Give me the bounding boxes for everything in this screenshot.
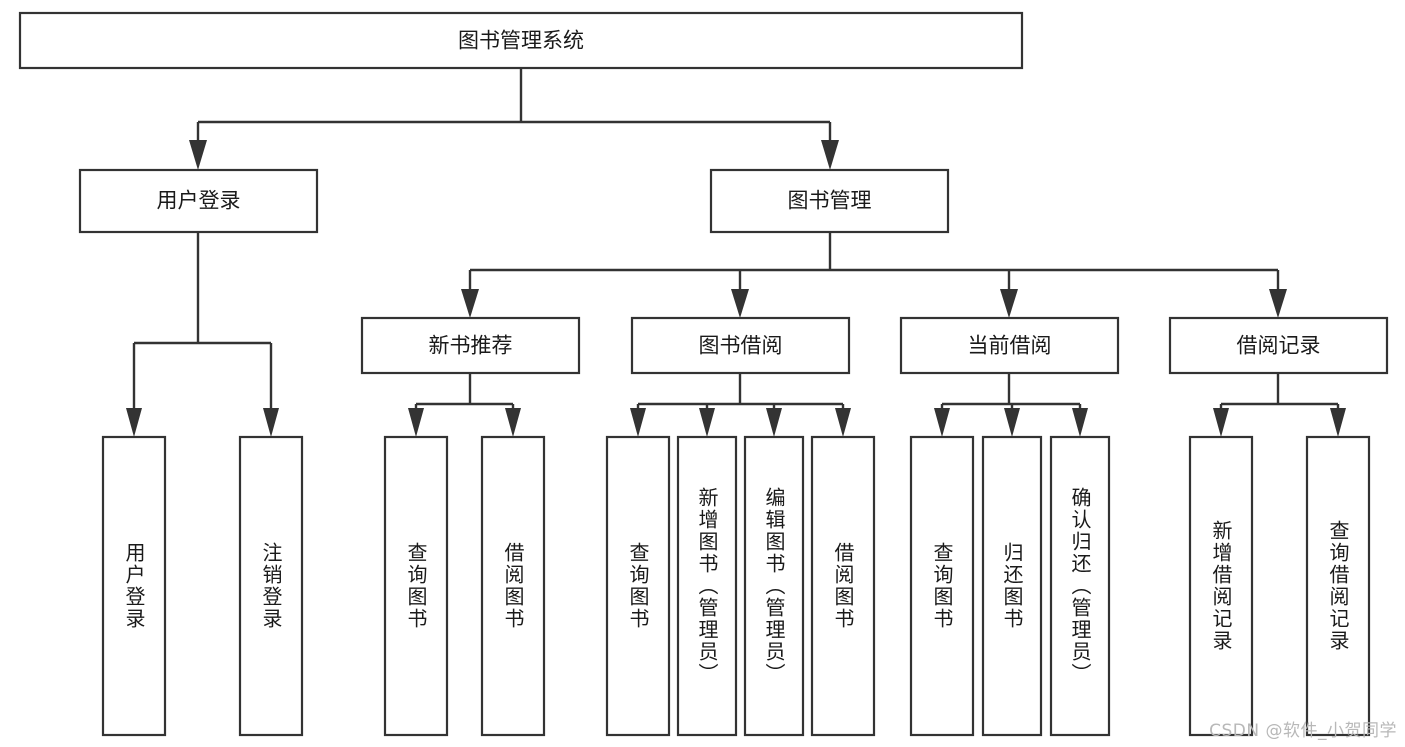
arrow-head-new-book-rec xyxy=(461,289,479,318)
arrow-head-return-book xyxy=(1004,408,1020,437)
arrow-head-current-borrow xyxy=(1000,289,1018,318)
node-root-label: 图书管理系统 xyxy=(458,29,584,53)
node-book-borrow-label: 图书借阅 xyxy=(699,334,783,358)
arrow-head-book-manage xyxy=(821,140,839,170)
node-new-book-rec-label: 新书推荐 xyxy=(429,334,513,358)
arrow-head-leaf-user-login xyxy=(126,408,142,437)
node-leaf-query-book-2-box[interactable] xyxy=(605,435,671,737)
connector-layer xyxy=(126,68,1346,437)
arrow-head-borrow-book-2 xyxy=(835,408,851,437)
arrow-head-leaf-logout xyxy=(263,408,279,437)
node-root-box[interactable] xyxy=(18,11,1024,70)
node-leaf-logout-box[interactable] xyxy=(238,435,304,737)
arrow-head-user-login xyxy=(189,140,207,170)
arrow-head-query-book-3 xyxy=(934,408,950,437)
arrow-head-edit-book xyxy=(766,408,782,437)
node-leaf-query-book-1-box[interactable] xyxy=(383,435,449,737)
node-leaf-add-record-box[interactable] xyxy=(1188,435,1254,737)
arrow-head-book-borrow xyxy=(731,289,749,318)
node-leaf-return-book-box[interactable] xyxy=(981,435,1043,737)
node-leaf-borrow-book-1-box[interactable] xyxy=(480,435,546,737)
node-leaf-confirm-return-box[interactable] xyxy=(1049,435,1111,737)
node-book-manage-box[interactable] xyxy=(709,168,950,234)
node-new-book-rec-box[interactable] xyxy=(360,316,581,375)
node-borrow-record-label: 借阅记录 xyxy=(1237,334,1321,358)
node-leaf-user-login-box[interactable] xyxy=(101,435,167,737)
arrow-head-confirm-return xyxy=(1072,408,1088,437)
node-user-login-label: 用户登录 xyxy=(157,189,241,213)
arrow-head-query-record xyxy=(1330,408,1346,437)
arrow-head-borrow-book-1 xyxy=(505,408,521,437)
arrow-head-add-record xyxy=(1213,408,1229,437)
arrow-head-borrow-record xyxy=(1269,289,1287,318)
node-current-borrow-label: 当前借阅 xyxy=(968,334,1052,358)
node-layer: 图书管理系统 用户登录 图书管理 新书推荐 图书借阅 当前借阅 借阅记录 xyxy=(18,11,1389,737)
node-leaf-add-book-box[interactable] xyxy=(676,435,738,737)
csdn-watermark: CSDN @软件_小贺同学 xyxy=(1209,721,1397,741)
node-leaf-edit-book-box[interactable] xyxy=(743,435,805,737)
node-current-borrow-box[interactable] xyxy=(899,316,1120,375)
node-leaf-borrow-book-2-box[interactable] xyxy=(810,435,876,737)
arrow-head-query-book-1 xyxy=(408,408,424,437)
node-borrow-record-box[interactable] xyxy=(1168,316,1389,375)
node-leaf-query-record-box[interactable] xyxy=(1305,435,1371,737)
node-book-borrow-box[interactable] xyxy=(630,316,851,375)
node-user-login-box[interactable] xyxy=(78,168,319,234)
node-leaf-query-book-3-box[interactable] xyxy=(909,435,975,737)
arrow-head-add-book xyxy=(699,408,715,437)
arrow-head-query-book-2 xyxy=(630,408,646,437)
node-book-manage-label: 图书管理 xyxy=(788,189,872,213)
